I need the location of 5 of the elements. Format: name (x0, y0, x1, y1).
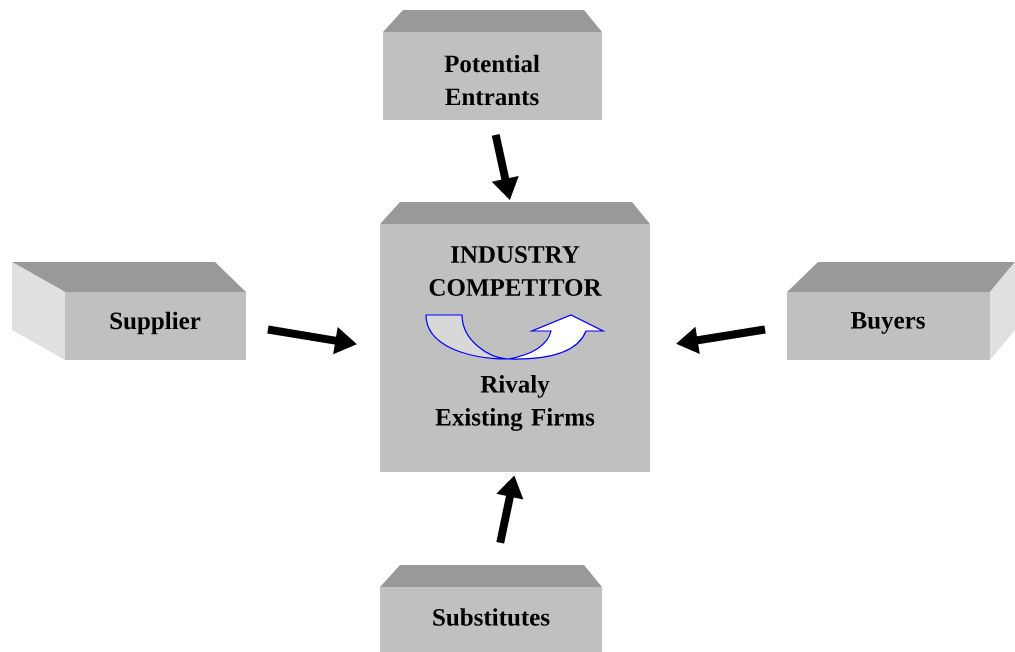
central-box: INDUSTRY COMPETITOR Rivaly Existing Firms (380, 202, 650, 472)
box-block: Substitutes (380, 565, 602, 652)
box-block: Buyers (787, 262, 1015, 360)
box-block: Potential Entrants (383, 10, 602, 120)
box-block: Supplier (12, 262, 246, 360)
